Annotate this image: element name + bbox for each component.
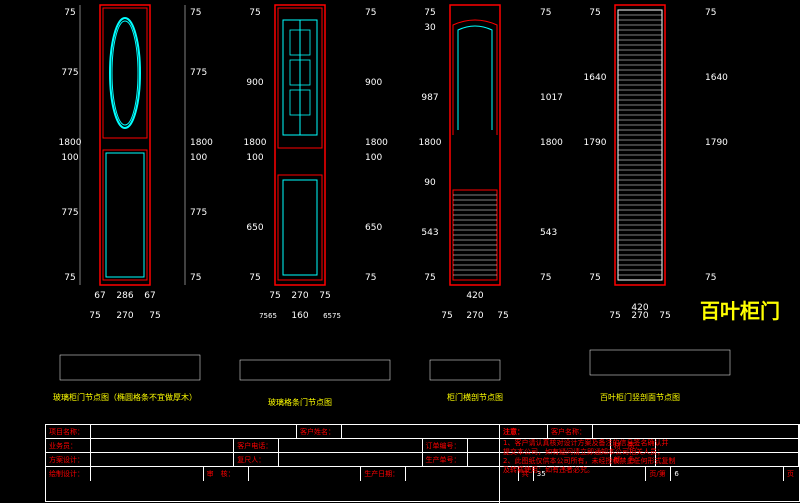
svg-text:75: 75 — [269, 291, 280, 301]
svg-text:1800: 1800 — [540, 138, 563, 148]
dim-775-r-bottom: 775 — [190, 208, 207, 218]
svg-text:160: 160 — [291, 311, 308, 321]
svg-text:650: 650 — [365, 223, 382, 233]
svg-text:1640: 1640 — [584, 73, 607, 83]
svg-text:75: 75 — [589, 273, 600, 283]
dim-100: 100 — [61, 153, 78, 163]
svg-text:75: 75 — [365, 273, 376, 283]
door-1-oval-glass: 75 775 1800 100 775 75 75 775 1800 100 7… — [53, 4, 213, 402]
svg-text:1800: 1800 — [419, 138, 442, 148]
dim-775-top: 775 — [61, 68, 78, 78]
svg-text:1790: 1790 — [705, 138, 728, 148]
info-table: 项目名称： 客户姓名： 客户名称： 业务员： 客户电话： 订单编号： 材 质： … — [45, 424, 800, 503]
dim-75-top: 75 — [64, 8, 75, 18]
door-1-title: 玻璃柜门节点图（椭圆格条不宜做厚木） — [53, 392, 197, 402]
svg-text:100: 100 — [365, 153, 382, 163]
dim-67-left: 67 — [94, 291, 105, 301]
svg-text:543: 543 — [540, 228, 557, 238]
svg-text:900: 900 — [246, 78, 263, 88]
svg-text:1017: 1017 — [540, 93, 563, 103]
svg-text:420: 420 — [466, 291, 483, 301]
table-row-4: 绘制设计： 审 核： 生产日期： 共 35 页/第 6 页 — [46, 467, 799, 481]
svg-text:75: 75 — [249, 8, 260, 18]
svg-text:玻璃格条门节点图: 玻璃格条门节点图 — [268, 397, 332, 407]
svg-text:900: 900 — [365, 78, 382, 88]
dim-75-r-bottom: 75 — [190, 273, 201, 283]
svg-text:75: 75 — [424, 273, 435, 283]
svg-text:1640: 1640 — [705, 73, 728, 83]
dim-775-bottom: 775 — [61, 208, 78, 218]
door-2-grid-glass: 75 900 1800 100 650 75 75 900 1800 100 6… — [244, 4, 388, 407]
svg-text:柜门横剖节点图: 柜门横剖节点图 — [447, 392, 503, 402]
svg-text:75: 75 — [319, 291, 330, 301]
svg-text:75: 75 — [249, 273, 260, 283]
svg-text:1800: 1800 — [365, 138, 388, 148]
dim-75-bottom: 75 — [64, 273, 75, 283]
svg-text:90: 90 — [424, 178, 436, 188]
svg-text:75: 75 — [540, 273, 551, 283]
svg-text:6575: 6575 — [323, 312, 341, 320]
svg-text:100: 100 — [246, 153, 263, 163]
svg-text:420: 420 — [631, 303, 648, 313]
svg-text:987: 987 — [421, 93, 438, 103]
dim-75-r-top: 75 — [190, 8, 201, 18]
svg-text:75: 75 — [609, 311, 620, 321]
svg-text:75: 75 — [659, 311, 670, 321]
svg-text:270: 270 — [291, 291, 308, 301]
door-3-louver: 75 30 987 1800 90 543 75 75 1017 1800 54… — [419, 4, 563, 402]
svg-text:270: 270 — [631, 311, 648, 321]
door-4-full-louver: 75 1640 1790 75 75 1640 1790 75 420 75 2… — [584, 4, 728, 402]
svg-text:75: 75 — [497, 311, 508, 321]
table-row-2: 业务员： 客户电话： 订单编号： 材 质： — [46, 439, 799, 453]
svg-text:650: 650 — [246, 223, 263, 233]
dim-1800-r: 1800 — [190, 138, 213, 148]
dim-75-b-right: 75 — [149, 311, 160, 321]
svg-text:百叶柜门竖剖面节点图: 百叶柜门竖剖面节点图 — [600, 392, 680, 402]
svg-text:75: 75 — [424, 8, 435, 18]
svg-text:543: 543 — [421, 228, 438, 238]
dim-1800: 1800 — [59, 138, 82, 148]
svg-text:1800: 1800 — [244, 138, 267, 148]
table-row-1: 项目名称： 客户姓名： 客户名称： — [46, 425, 799, 439]
svg-text:30: 30 — [424, 23, 436, 33]
table-row-3: 方案设计： 复尺人： 生产单号： 颜 色： — [46, 453, 799, 467]
svg-text:75: 75 — [589, 8, 600, 18]
svg-text:75: 75 — [441, 311, 452, 321]
section-details — [59, 349, 731, 381]
svg-text:75: 75 — [365, 8, 376, 18]
svg-text:75: 75 — [705, 273, 716, 283]
main-title: 百叶柜门 — [700, 299, 780, 323]
dim-286: 286 — [116, 291, 133, 301]
dim-775-r-top: 775 — [190, 68, 207, 78]
notes-section: 注意： 1、客户请认真核对设计方案及备注的信息签名确认并 提交本公司，如有疑问请… — [499, 425, 799, 503]
svg-text:270: 270 — [466, 311, 483, 321]
dim-270: 270 — [116, 311, 133, 321]
dim-100-r: 100 — [190, 153, 207, 163]
svg-text:75: 75 — [705, 8, 716, 18]
svg-text:75: 75 — [540, 8, 551, 18]
svg-text:7565: 7565 — [259, 312, 277, 320]
svg-text:1790: 1790 — [584, 138, 607, 148]
dim-75-b-left: 75 — [89, 311, 100, 321]
dim-67-right: 67 — [144, 291, 155, 301]
